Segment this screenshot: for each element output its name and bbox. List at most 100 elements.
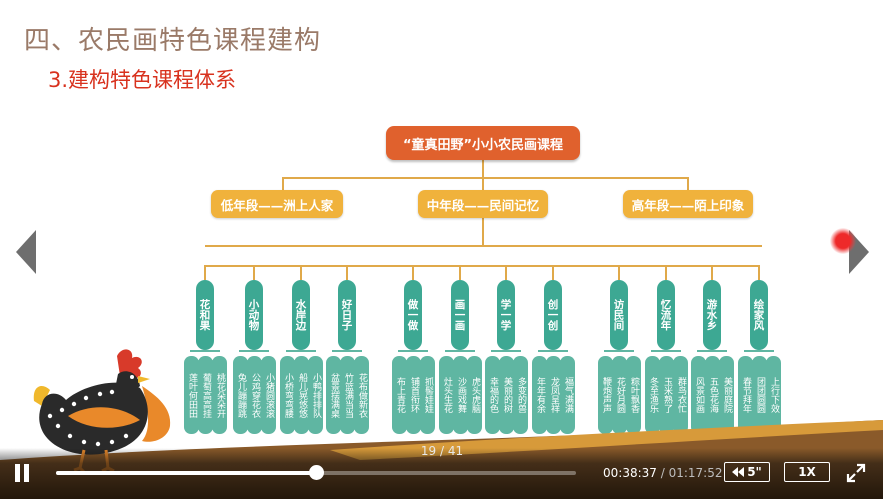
connector-line <box>491 350 521 352</box>
fullscreen-icon[interactable] <box>846 463 866 483</box>
connector-line <box>253 265 255 280</box>
topic-leaf: 灶头生花 <box>439 356 454 434</box>
connector-line <box>300 265 302 280</box>
rewind-5s-button[interactable]: 5" <box>724 462 770 482</box>
connector-line <box>482 218 484 246</box>
topic-leaf: 五色花海 <box>705 356 720 434</box>
topic-leaf: 兔儿蹦蹦跳 <box>233 356 248 434</box>
connector-line <box>459 265 461 280</box>
category-pill: 访民间 <box>610 280 628 350</box>
topic-leaf: 多变的兽 <box>513 356 528 434</box>
category-pill: 花和果 <box>196 280 214 350</box>
rooster-illustration <box>33 349 171 474</box>
topic-leaf: 群鸟衣忙 <box>673 356 688 434</box>
category-pill: 忆流年 <box>657 280 675 350</box>
connector-line <box>687 177 689 190</box>
pause-icon <box>15 464 20 482</box>
connector-line <box>190 350 220 352</box>
category-pill: 创一创 <box>544 280 562 350</box>
time-separator: / <box>656 466 669 480</box>
slide-subtitle: 3.建构特色课程体系 <box>48 68 237 92</box>
topic-leaf: 竹篮满当当 <box>340 356 355 434</box>
topic-leaf: 盆景摆满桌 <box>326 356 341 434</box>
topic-leaf: 年年有余 <box>532 356 547 434</box>
connector-line <box>552 265 554 280</box>
course-root-box: “童真田野”小小农民画课程 <box>386 126 580 160</box>
topic-leaf: 幸福的色 <box>485 356 500 434</box>
category-pill: 水岸边 <box>292 280 310 350</box>
connector-line <box>711 265 713 280</box>
progress-fill <box>56 471 316 475</box>
total-time: 01:17:52 <box>668 466 723 480</box>
topic-leaf: 小鸭排排队 <box>308 356 323 434</box>
category-pill: 小动物 <box>245 280 263 350</box>
topic-leaf: 莲叶何田田 <box>184 356 199 434</box>
topic-leaf: 布上青花 <box>392 356 407 434</box>
category-pill: 好日子 <box>338 280 356 350</box>
rewind-label: 5" <box>747 465 762 479</box>
connector-line <box>482 177 484 190</box>
page-indicator: 19 / 41 <box>420 444 464 458</box>
topic-leaf: 铺首衔环 <box>406 356 421 434</box>
connector-line <box>239 350 269 352</box>
connector-line <box>445 350 475 352</box>
category-pill: 绘家风 <box>750 280 768 350</box>
slide-title: 四、农民画特色课程建构 <box>24 26 322 56</box>
connector-line <box>482 160 484 178</box>
topic-leaf: 葡萄高高挂 <box>198 356 213 434</box>
topic-leaf: 抓髻娃娃 <box>420 356 435 434</box>
category-pill: 做一做 <box>404 280 422 350</box>
stage-box-low: 低年段——洲上人家 <box>211 190 343 218</box>
stage-box-middle: 中年段——民间记忆 <box>418 190 548 218</box>
topic-leaf: 小桥弯弯腰 <box>280 356 295 434</box>
connector-line <box>205 245 762 247</box>
topic-leaf: 沙画戏舞 <box>453 356 468 434</box>
topic-leaf: 公鸡穿花衣 <box>247 356 262 434</box>
connector-line <box>538 350 568 352</box>
playback-speed-button[interactable]: 1X <box>784 462 830 482</box>
rewind-icon <box>732 467 745 477</box>
connector-line <box>744 350 774 352</box>
topic-leaf: 花布做新衣 <box>354 356 369 434</box>
topic-leaf: 虎头虎脑 <box>467 356 482 434</box>
connector-line <box>505 265 507 280</box>
pause-icon <box>24 464 29 482</box>
connector-line <box>758 265 760 280</box>
topic-leaf: 福气满满 <box>560 356 575 434</box>
category-pill: 画一画 <box>451 280 469 350</box>
topic-leaf: 美丽的树 <box>499 356 514 434</box>
connector-line <box>618 265 620 280</box>
connector-line <box>346 265 348 280</box>
topic-leaf: 冬至渔乐 <box>645 356 660 434</box>
topic-leaf: 船儿晃悠悠 <box>294 356 309 434</box>
topic-leaf: 上行下效 <box>766 356 781 434</box>
connector-line <box>604 350 634 352</box>
previous-slide-arrow-icon[interactable] <box>16 230 36 274</box>
category-pill: 学一学 <box>497 280 515 350</box>
connector-line <box>205 265 758 267</box>
topic-leaf: 桃花朵朵开 <box>212 356 227 434</box>
category-pill: 游水乡 <box>703 280 721 350</box>
connector-line <box>332 350 362 352</box>
connector-line <box>665 265 667 280</box>
current-time: 00:38:37 <box>603 466 657 480</box>
progress-thumb[interactable] <box>309 465 324 480</box>
topic-leaf: 粽叶飘香 <box>626 356 641 434</box>
topic-leaf: 玉米熟了 <box>659 356 674 434</box>
laser-pointer-dot <box>830 228 856 254</box>
pause-button[interactable] <box>14 464 30 482</box>
topic-leaf: 鞭炮声声 <box>598 356 613 434</box>
connector-line <box>286 350 316 352</box>
topic-leaf: 小猪圆滚滚 <box>261 356 276 434</box>
connector-line <box>398 350 428 352</box>
topic-leaf: 美丽庭院 <box>719 356 734 434</box>
connector-line <box>697 350 727 352</box>
time-display: 00:38:37 / 01:17:52 <box>603 466 722 480</box>
topic-leaf: 花好月圆 <box>612 356 627 434</box>
connector-line <box>282 177 688 179</box>
connector-line <box>651 350 681 352</box>
stage-box-high: 高年段——陌上印象 <box>623 190 753 218</box>
topic-leaf: 龙凤呈祥 <box>546 356 561 434</box>
